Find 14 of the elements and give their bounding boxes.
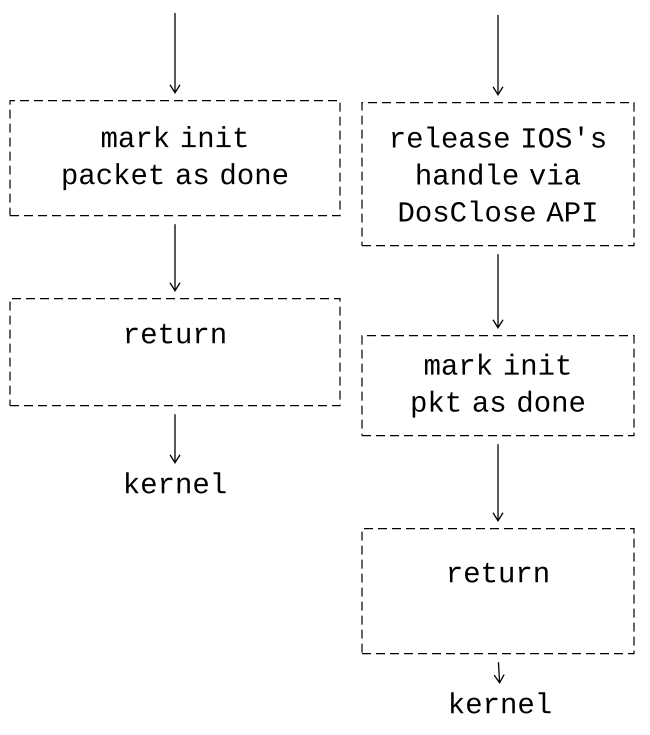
terminal-label: kernel [126, 472, 226, 494]
arrow [169, 414, 181, 464]
arrow [169, 224, 181, 292]
arrow [169, 13, 181, 94]
process-box: return [9, 298, 341, 406]
arrow [492, 444, 504, 522]
process-box: mark init packet as done [9, 100, 341, 216]
terminal-label: kernel [451, 692, 551, 714]
arrow [492, 15, 504, 96]
process-box: mark init pkt as done [361, 334, 635, 436]
process-box: return [361, 528, 635, 654]
process-box: release IOS's handle via DosClose API [361, 102, 635, 246]
arrow [492, 254, 504, 329]
arrow [494, 662, 505, 684]
